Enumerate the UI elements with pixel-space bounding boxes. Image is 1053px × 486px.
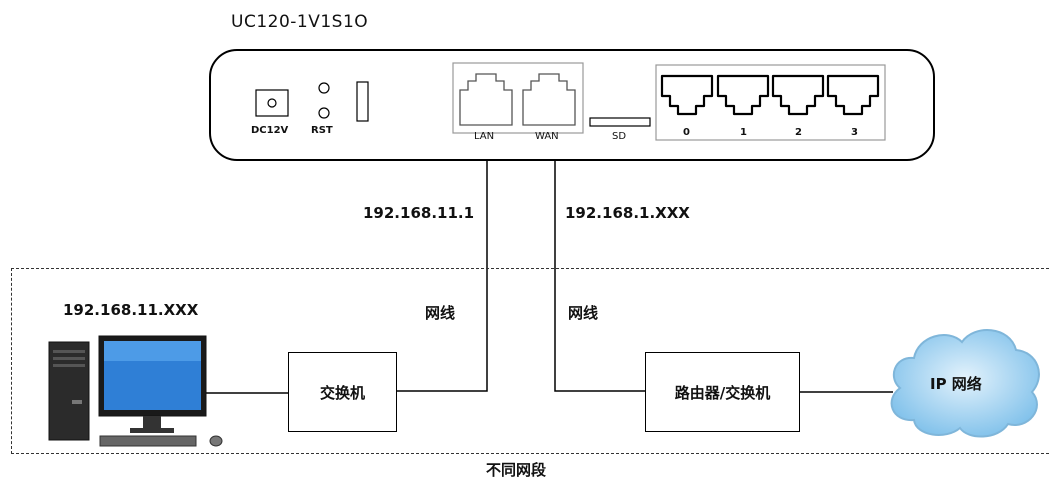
switch-box: 交换机 [288, 352, 397, 432]
router-switch-box: 路由器/交换机 [645, 352, 800, 432]
fxs-port-1-label: 1 [740, 127, 747, 138]
device-panel [209, 49, 935, 161]
cable-label-right: 网线 [568, 304, 599, 322]
dc-jack-icon [255, 89, 289, 117]
wan-port-label: WAN [535, 131, 559, 142]
lan-port-icon [459, 73, 513, 126]
device-model-title: UC120-1V1S1O [231, 12, 369, 32]
wan-ip-label: 192.168.1.XXX [565, 204, 690, 222]
keyboard-icon [99, 435, 197, 447]
fxs-port-3-icon [826, 74, 880, 116]
dc-label: DC12V [251, 125, 289, 136]
cloud-icon [890, 329, 1040, 438]
lan-cable-line [397, 161, 488, 392]
ip-network-label: IP 网络 [930, 375, 982, 393]
lan-port-label: LAN [474, 131, 495, 142]
fxs-port-3-label: 3 [851, 127, 858, 138]
fxs-port-icons [660, 74, 880, 116]
sd-slot-icon [589, 117, 651, 127]
rst-label: RST [311, 125, 333, 136]
wan-port-icon [522, 73, 576, 126]
fxs-port-1-icon [716, 74, 770, 116]
wan-cable-line [554, 161, 645, 392]
sd-slot-label: SD [612, 131, 627, 142]
fxs-port-0-icon [660, 74, 714, 116]
fxs-port-0-label: 0 [683, 127, 690, 138]
reset-button-icon [318, 107, 330, 119]
cable-label-left: 网线 [425, 304, 456, 322]
led-indicator-icon [318, 82, 330, 94]
fxs-port-2-icon [771, 74, 825, 116]
pc-ip-label: 192.168.11.XXX [63, 301, 199, 319]
mouse-icon [209, 435, 223, 447]
usb-port-icon [356, 81, 369, 122]
zone-label: 不同网段 [486, 461, 547, 479]
fxs-port-2-label: 2 [795, 127, 802, 138]
pc-icon [48, 335, 223, 447]
lan-ip-label: 192.168.11.1 [363, 204, 475, 222]
different-subnet-zone [11, 268, 1049, 454]
